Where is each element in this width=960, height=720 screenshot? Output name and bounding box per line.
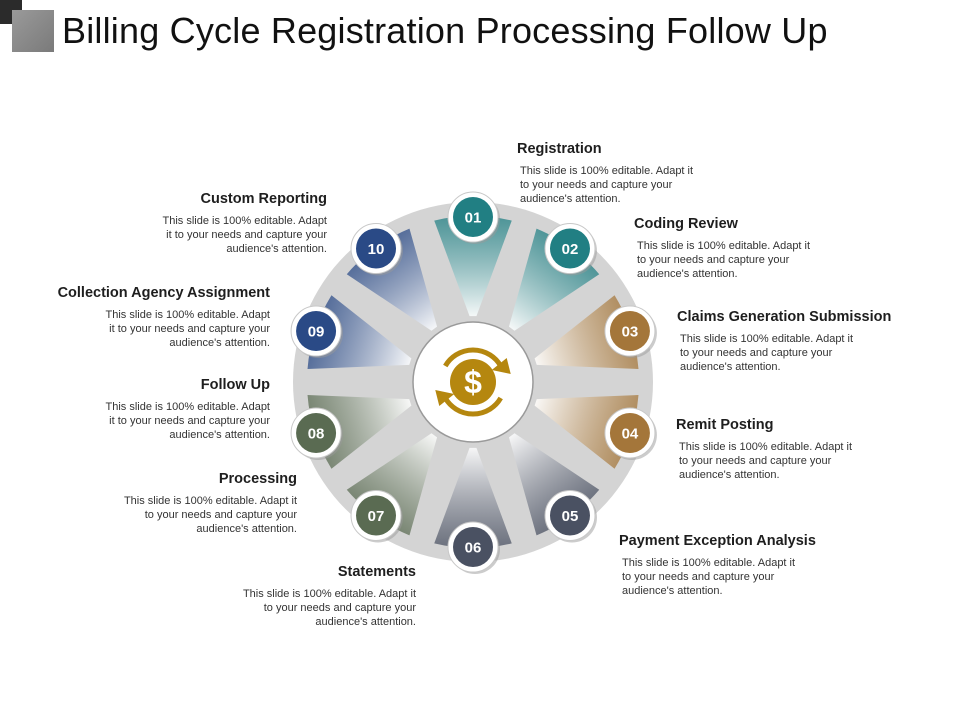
step-number: 07 — [368, 508, 385, 525]
step-number: 03 — [622, 324, 639, 341]
step-number: 02 — [562, 241, 579, 258]
step-title: Claims Generation Submission — [677, 309, 892, 325]
step-node-02: 02 — [544, 223, 597, 276]
step-node-07: 07 — [350, 489, 404, 543]
dollar-refresh-icon: $ — [435, 347, 511, 417]
step-number: 04 — [622, 425, 639, 442]
step-title: Registration — [517, 141, 602, 157]
step-title: Coding Review — [634, 216, 738, 232]
step-number: 01 — [465, 210, 482, 227]
step-node-05: 05 — [544, 489, 597, 543]
sector-06 — [434, 447, 512, 548]
step-title: Statements — [337, 564, 416, 580]
step-label-08: Follow Up This slide is 100% editable. Ad… — [0, 377, 271, 442]
step-number: 08 — [308, 425, 325, 442]
step-title: Payment Exception Analysis — [619, 533, 816, 549]
svg-text:$: $ — [464, 364, 482, 400]
step-node-10: 10 — [350, 223, 404, 276]
step-node-08: 08 — [290, 407, 344, 460]
step-number: 05 — [562, 508, 579, 525]
step-node-01: 01 — [447, 191, 500, 244]
step-title: Collection Agency Assignment — [57, 285, 270, 301]
step-title: Remit Posting — [676, 417, 774, 433]
step-title: Custom Reporting — [200, 191, 327, 207]
step-number: 09 — [308, 324, 325, 341]
page-title: Billing Cycle Registration Processing Fo… — [62, 10, 828, 51]
step-node-03: 03 — [604, 305, 657, 359]
step-node-09: 09 — [290, 305, 344, 359]
step-node-04: 04 — [604, 407, 657, 460]
step-title: Follow Up — [200, 377, 270, 393]
step-number: 06 — [465, 540, 482, 557]
step-title: Processing — [218, 471, 297, 487]
sector-01 — [434, 216, 512, 317]
step-node-06: 06 — [447, 521, 500, 574]
title-square-icon — [12, 10, 54, 52]
step-number: 10 — [368, 241, 385, 258]
